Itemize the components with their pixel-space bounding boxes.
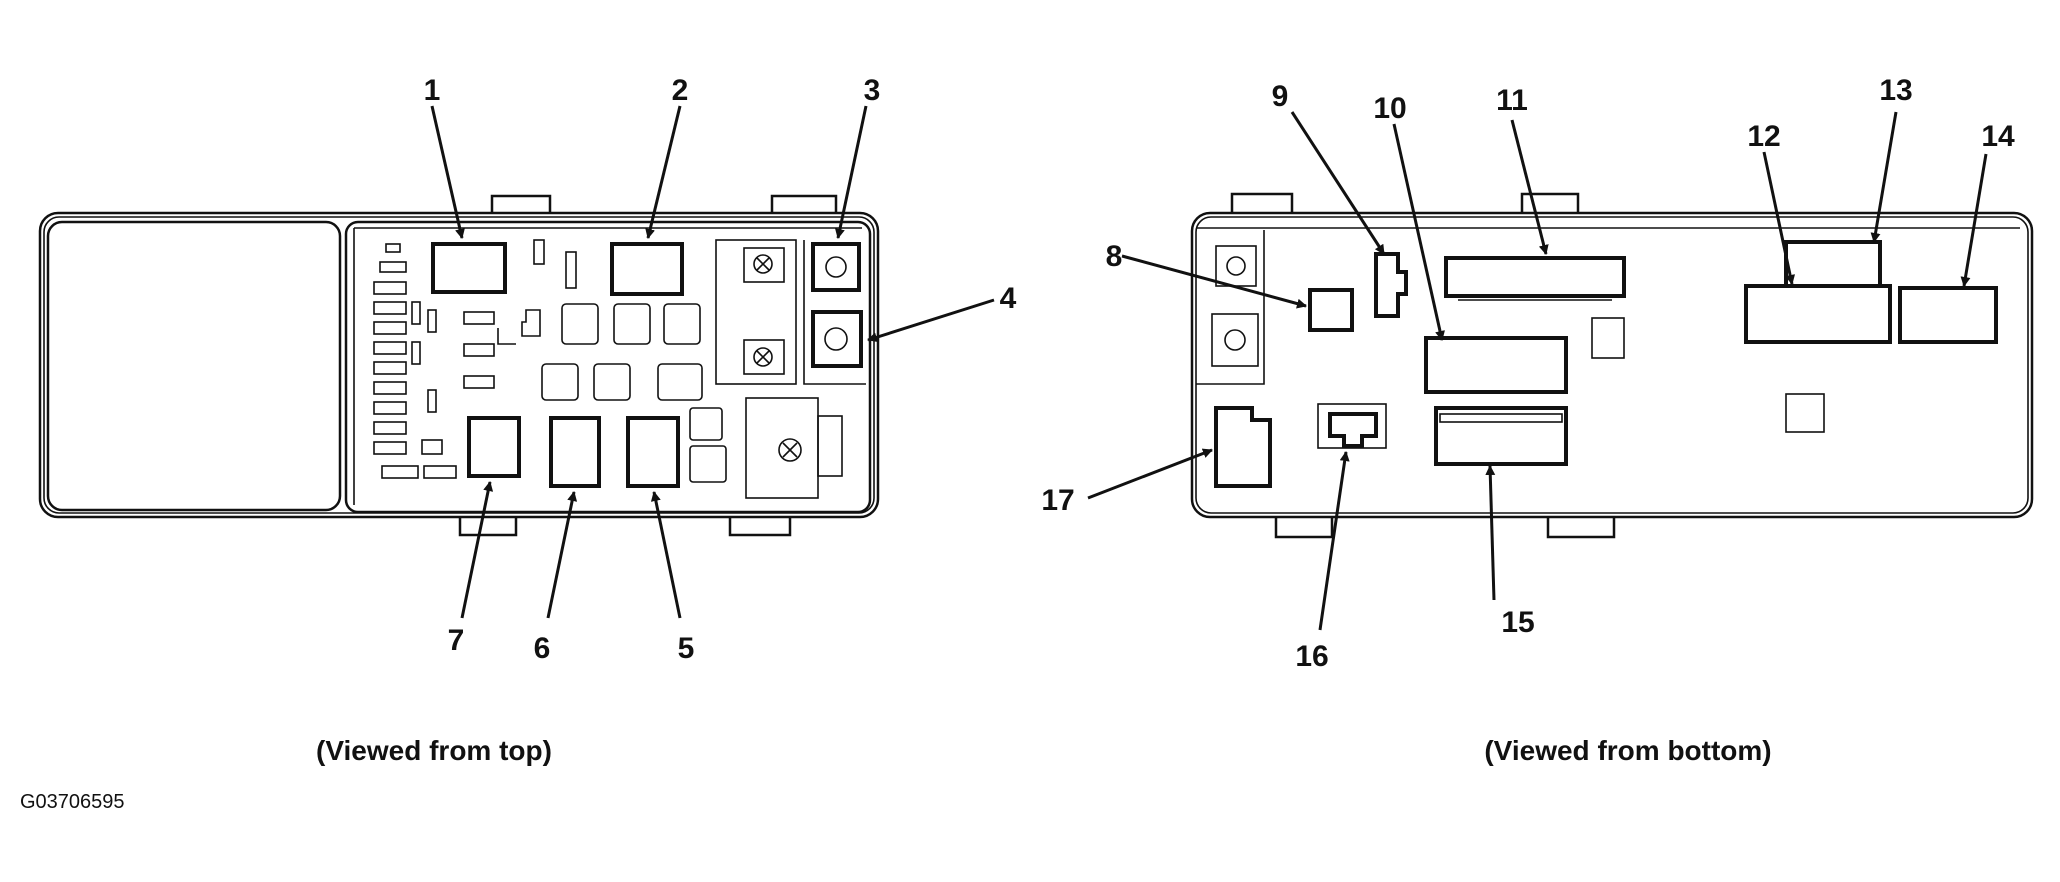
bottom-view-caption: (Viewed from bottom) bbox=[1484, 735, 1771, 766]
callout-5: 5 bbox=[678, 632, 695, 665]
bottom-view-callout-lines bbox=[1087, 111, 1988, 631]
callout-2: 2 bbox=[672, 74, 689, 107]
callout-3: 3 bbox=[864, 74, 881, 107]
callout-4: 4 bbox=[1000, 282, 1017, 315]
callout-11: 11 bbox=[1496, 84, 1528, 117]
figure-code: G03706595 bbox=[20, 791, 125, 813]
callout-14: 14 bbox=[1981, 120, 2015, 153]
callout-7: 7 bbox=[448, 624, 465, 657]
top-view-callout-lines bbox=[430, 105, 995, 619]
bottom-view-callouts: 8 9 10 11 12 13 14 15 16 17 bbox=[1041, 74, 2015, 673]
callout-12: 12 bbox=[1747, 120, 1780, 153]
callout-10: 10 bbox=[1373, 92, 1406, 125]
callout-1: 1 bbox=[424, 74, 441, 107]
callout-8: 8 bbox=[1106, 240, 1123, 273]
callout-6: 6 bbox=[534, 632, 551, 665]
callout-17: 17 bbox=[1041, 484, 1074, 517]
top-view-callouts: 1 2 3 4 5 6 7 bbox=[424, 74, 1017, 665]
callout-16: 16 bbox=[1295, 640, 1328, 673]
callout-9: 9 bbox=[1272, 80, 1289, 113]
top-view-caption: (Viewed from top) bbox=[316, 735, 552, 766]
bottom-view-box bbox=[1190, 192, 2034, 539]
callout-15: 15 bbox=[1501, 606, 1534, 639]
top-view-box bbox=[38, 194, 880, 537]
callout-13: 13 bbox=[1879, 74, 1912, 107]
